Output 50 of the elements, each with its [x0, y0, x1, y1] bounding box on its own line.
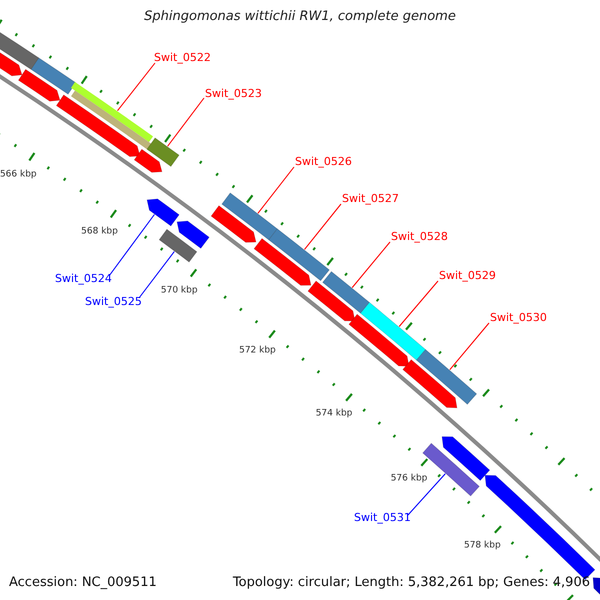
leader-line — [117, 62, 156, 112]
position-label: 572 kbp — [239, 346, 276, 357]
gene-pointed-block — [348, 314, 410, 367]
gene-label: Swit_0530 — [490, 311, 547, 324]
genome-stats-text: Topology: circular; Length: 5,382,261 bp; Genes: 4,906 — [232, 575, 590, 590]
gene-pointed-block — [442, 436, 490, 481]
leader-line — [352, 242, 390, 288]
gene-block — [322, 271, 370, 314]
position-label: 568 kbp — [81, 226, 118, 238]
gene-block — [71, 82, 154, 151]
diagram-title: Sphingomonas wittichii RW1, complete genome — [143, 9, 457, 24]
gene-block — [360, 302, 426, 360]
gene-block — [30, 58, 76, 95]
gene-label: Swit_0525 — [85, 295, 142, 308]
leader-line — [449, 322, 490, 370]
position-label: 570 kbp — [160, 285, 198, 296]
gene-block — [146, 138, 180, 167]
gene-block — [222, 192, 278, 240]
position-label: 566 kbp — [0, 169, 37, 180]
gene-pointed-block — [402, 359, 458, 408]
gene-pointed-block — [176, 220, 210, 249]
leader-line — [167, 98, 204, 147]
leader-line — [108, 214, 155, 276]
gene-pointed-block — [18, 69, 60, 102]
gene-label: Swit_0528 — [391, 230, 448, 243]
gene-label: Swit_0531 — [354, 511, 411, 524]
gene-pointed-block — [210, 205, 256, 243]
gene-pointed-block — [146, 198, 180, 226]
gene-block — [416, 349, 477, 405]
gene-label: Swit_0524 — [55, 272, 112, 285]
gene-label: Swit_0526 — [295, 155, 352, 168]
gene-pointed-block — [56, 94, 140, 157]
gene-label: Swit_0529 — [439, 269, 496, 282]
gene-block — [158, 228, 198, 262]
position-label: 574 kbp — [316, 408, 352, 420]
position-label: 576 kbp — [390, 474, 428, 485]
leader-line — [304, 204, 342, 250]
leader-line — [408, 473, 446, 516]
leader-line — [398, 280, 438, 327]
leader-line — [257, 166, 294, 214]
leader-line — [138, 251, 175, 298]
position-label: 578 kbp — [464, 540, 501, 552]
gene-label: Swit_0527 — [342, 192, 399, 205]
gene-pointed-block — [134, 148, 162, 173]
gene-label: Swit_0522 — [154, 51, 211, 64]
gene-label: Swit_0523 — [205, 87, 262, 100]
accession-text: Accession: NC_009511 — [9, 575, 157, 590]
gene-pointed-block — [308, 280, 356, 322]
gene-pointed-block — [254, 238, 312, 286]
gene-block — [268, 228, 330, 282]
